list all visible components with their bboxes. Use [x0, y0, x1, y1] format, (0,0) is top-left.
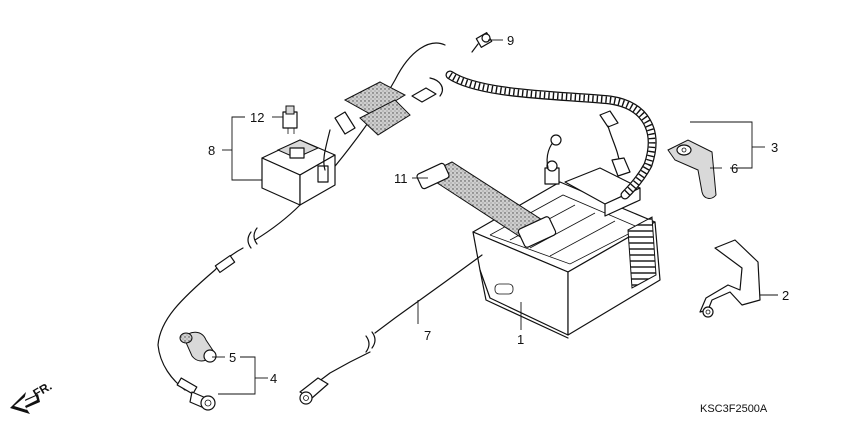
callout-7: 7 [424, 328, 431, 343]
battery-bracket [699, 239, 761, 318]
callout-9: 9 [507, 33, 514, 48]
fuse [282, 105, 298, 134]
starter-relay [261, 139, 336, 206]
diagram-part-code: KSC3F2500A [700, 403, 768, 415]
callout-6: 6 [731, 161, 738, 176]
terminal-cover [179, 331, 217, 363]
callout-1: 1 [517, 332, 524, 347]
bolt [471, 32, 493, 53]
battery-band [416, 161, 557, 248]
positive-terminal-cover [667, 139, 717, 199]
callout-2: 2 [782, 288, 789, 303]
front-direction-arrow: FR. [10, 379, 54, 414]
callout-12: 12 [250, 110, 264, 125]
callout-4: 4 [270, 371, 277, 386]
battery-positive-cable [157, 42, 446, 411]
battery-negative-cable [299, 254, 483, 405]
callout-3: 3 [771, 140, 778, 155]
callout-leaders [212, 39, 778, 395]
callout-8: 8 [208, 143, 215, 158]
callout-11: 11 [394, 171, 408, 186]
callout-5: 5 [229, 350, 236, 365]
starter-cable [411, 70, 657, 200]
relay-connector [323, 81, 411, 171]
